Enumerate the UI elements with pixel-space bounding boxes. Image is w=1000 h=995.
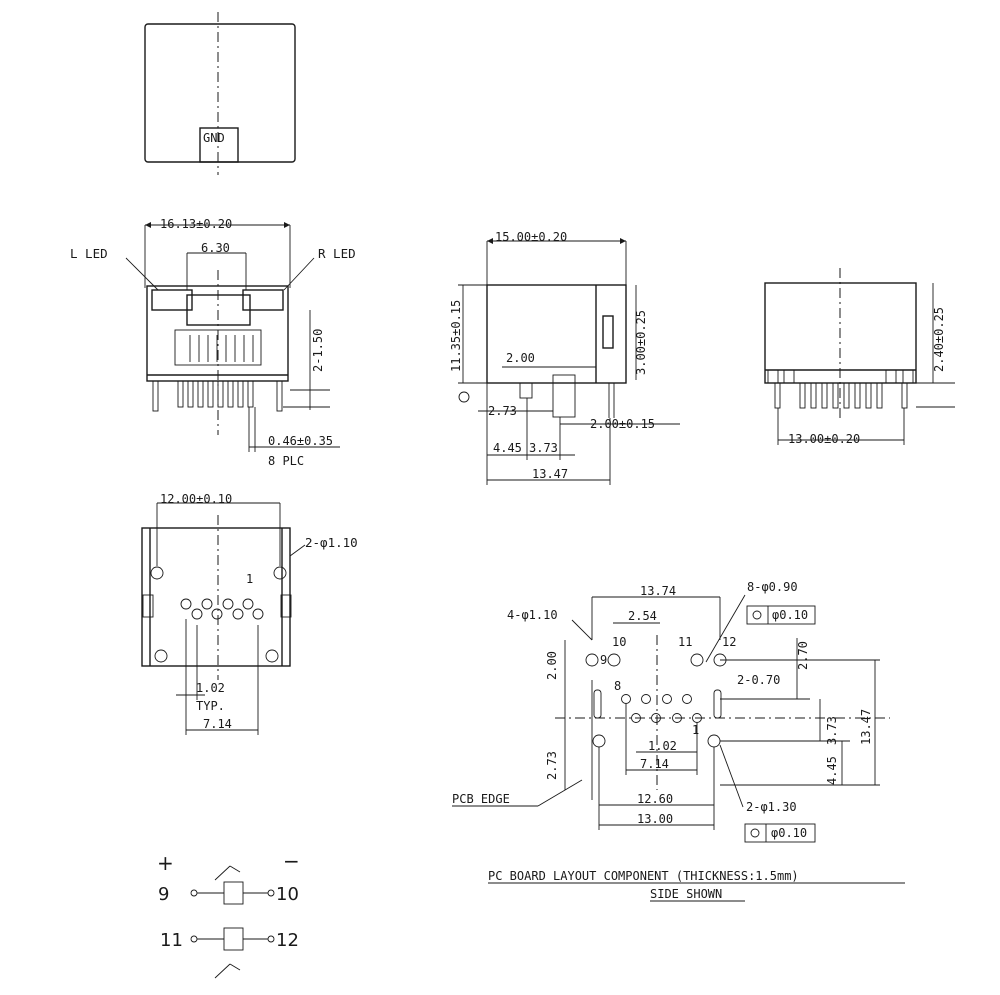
rear-width-dim: 13.00±0.20 — [788, 432, 860, 446]
pcb-span-dim: 7.14 — [640, 757, 669, 771]
front-pins — [152, 380, 283, 412]
side-d2-dim: 3.73 — [529, 441, 558, 455]
schematic-pin11: 11 — [160, 930, 183, 951]
pcb-d200: 2.00 — [545, 651, 559, 680]
front-contacts — [189, 335, 254, 362]
front-inner-dim: 6.30 — [201, 241, 230, 255]
front-pin-dia-dim: 0.46±0.35 — [268, 434, 333, 448]
pcb-tol-2: φ0.10 — [771, 826, 807, 840]
bottom-span-dim: 7.14 — [203, 717, 232, 731]
schematic-pin12: 12 — [276, 930, 299, 951]
side-view: 15.00±0.20 11.35±0.15 3.00±0.25 2.00 2.7… — [449, 230, 680, 485]
bottom-pin-holes — [180, 598, 264, 620]
side-pin-pitch-dim: 2.00±0.15 — [590, 417, 655, 431]
pcb-d1347: 13.47 — [859, 709, 873, 745]
bottom-view: 12.00±0.10 2-φ1.10 1 1.02 TYP. — [141, 492, 358, 735]
schematic-plus: + — [157, 851, 174, 875]
bottom-pitch-dim: 1.02 — [196, 681, 225, 695]
pcb-pin11: 11 — [678, 635, 692, 649]
bottom-width-dim: 12.00±0.10 — [160, 492, 232, 506]
pcb-d270: 2.70 — [796, 641, 810, 670]
bottom-typ: TYP. — [196, 699, 225, 713]
pcb-caption-2: SIDE SHOWN — [650, 887, 722, 901]
pcb-pitch-254-dim: 2.54 — [628, 609, 657, 623]
pcb-pitch-dim: 1.02 — [648, 739, 677, 753]
pcb-d373: 3.73 — [825, 716, 839, 745]
pcb-pin9: 9 — [600, 653, 607, 667]
pcb-d070: 2-0.70 — [737, 673, 780, 687]
pcb-edge-label: PCB EDGE — [452, 792, 510, 806]
pcb-holes-130: 2-φ1.30 — [746, 800, 797, 814]
pcb-outer-span-dim: 13.74 — [640, 584, 676, 598]
side-height-dim: 11.35±0.15 — [449, 300, 463, 372]
side-offset-dim: 3.00±0.25 — [634, 310, 648, 375]
pcb-d445: 4.45 — [825, 756, 839, 785]
pcb-w1260: 12.60 — [637, 792, 673, 806]
right-led-label: R LED — [318, 246, 356, 261]
front-pin-height-dim: 2-1.50 — [311, 329, 325, 372]
front-pin-count: 8 PLC — [268, 454, 304, 468]
top-view: GND — [144, 12, 296, 175]
pcb-caption-1: PC BOARD LAYOUT COMPONENT (THICKNESS:1.5… — [488, 869, 799, 883]
side-pin-pos-dim: 2.00 — [506, 351, 535, 365]
pcb-w1300: 13.00 — [637, 812, 673, 826]
bottom-holes-dim: 2-φ1.10 — [305, 535, 358, 550]
pcb-signal-holes — [621, 694, 702, 723]
schematic-minus: − — [283, 849, 300, 873]
pcb-pin8: 8 — [614, 679, 621, 693]
left-led-label: L LED — [70, 246, 108, 261]
schematic-pin9: 9 — [158, 884, 169, 905]
side-total-dim: 13.47 — [532, 467, 568, 481]
front-view: 16.13±0.20 6.30 L LED R LED — [70, 217, 356, 468]
pcb-pin1: 1 — [692, 723, 699, 737]
rear-view: 2.40±0.25 13.00±0.20 — [764, 268, 955, 446]
led-schematic: + − 9 10 11 12 — [157, 849, 300, 979]
pcb-d273: 2.73 — [545, 751, 559, 780]
pcb-layout: 13.74 8-φ0.90 φ0.10 4-φ1.10 2.54 10 11 1… — [452, 580, 905, 902]
side-d1-dim: 4.45 — [493, 441, 522, 455]
pcb-small-holes-dim: 8-φ0.90 — [747, 580, 798, 594]
pcb-led-holes — [585, 653, 727, 667]
rear-pins — [774, 382, 908, 409]
bottom-pin1: 1 — [246, 572, 253, 586]
side-length-dim: 15.00±0.20 — [495, 230, 567, 244]
gnd-label: GND — [203, 131, 225, 145]
pcb-pin10: 10 — [612, 635, 626, 649]
rear-height-dim: 2.40±0.25 — [932, 307, 946, 372]
front-width-dim: 16.13±0.20 — [160, 217, 232, 231]
pcb-large-holes-dim: 4-φ1.10 — [507, 608, 558, 622]
pcb-tol-1: φ0.10 — [772, 608, 808, 622]
schematic-pin10: 10 — [276, 884, 299, 905]
pcb-pin12: 12 — [722, 635, 736, 649]
